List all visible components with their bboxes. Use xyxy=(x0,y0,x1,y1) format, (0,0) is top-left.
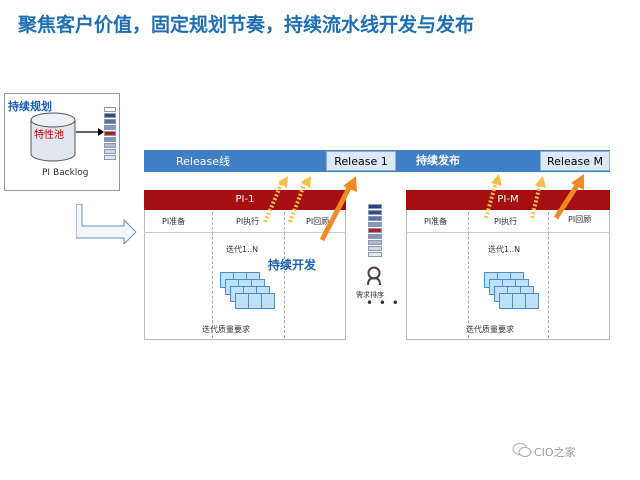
release-1-box: Release 1 xyxy=(326,151,396,171)
pi-m-quality-label: 迭代质量要求 xyxy=(466,325,514,334)
pi-m-phase-separator xyxy=(548,212,549,338)
feature-pool-cylinder-icon xyxy=(30,112,76,162)
chat-bubble-icon xyxy=(512,443,532,457)
pi-m-bar: PI-M xyxy=(406,190,610,210)
pi-1-iteration-cards xyxy=(220,272,275,312)
pi-1-phase-separator xyxy=(284,212,285,338)
pi-1-iterations-label: 迭代1..N xyxy=(226,245,259,254)
pi-m-phase-review: PI回顾 xyxy=(568,215,592,224)
bent-arrow-icon xyxy=(76,204,137,244)
dotted-arrow-icon xyxy=(263,176,288,223)
pi-m-phase-prepare: PI准备 xyxy=(424,217,448,226)
middle-backlog-stack-icon xyxy=(368,204,382,258)
pi-1-panel xyxy=(144,190,346,340)
dotted-arrow-icon xyxy=(484,174,502,219)
continuous-release-label: 持续发布 xyxy=(416,154,460,167)
dotted-arrow-icon xyxy=(530,176,546,219)
release-line-label: Release线 xyxy=(176,155,230,168)
backlog-stack-icon xyxy=(104,107,116,161)
continuous-dev-label: 持续开发 xyxy=(268,258,317,272)
ellipsis-label: • • • xyxy=(366,296,400,310)
pi-1-phase-execute: PI执行 xyxy=(236,217,260,226)
pi-m-iterations-label: 迭代1..N xyxy=(488,245,521,254)
pi-1-phase-separator xyxy=(212,212,213,338)
release-m-box: Release M xyxy=(540,151,610,171)
continuous-planning-label: 持续规划 xyxy=(8,100,52,113)
watermark: CIO之家 xyxy=(534,446,576,459)
pi-1-phase-prepare: PI准备 xyxy=(162,217,186,226)
arrow-right-icon xyxy=(76,128,104,136)
dotted-arrow-icon xyxy=(288,176,311,223)
pi-m-panel xyxy=(406,190,610,340)
pi-m-divider xyxy=(406,232,610,233)
release-arrow-icon xyxy=(319,176,357,242)
feature-pool-label: 特性池 xyxy=(34,130,64,141)
release-arrow-icon xyxy=(553,174,584,220)
person-icon xyxy=(367,266,381,286)
pi-1-phase-review: PI回顾 xyxy=(306,217,330,226)
pi-backlog-label: PI Backlog xyxy=(42,168,89,178)
prioritize-label: 需求排序 xyxy=(356,291,384,299)
pi-1-divider xyxy=(144,232,346,233)
pi-m-iteration-cards xyxy=(484,272,539,312)
page-title: 聚焦客户价值，固定规划节奏，持续流水线开发与发布 xyxy=(18,14,475,36)
pi-m-phase-execute: PI执行 xyxy=(494,217,518,226)
pi-1-quality-label: 迭代质量要求 xyxy=(202,325,250,334)
pi-m-phase-separator xyxy=(468,212,469,338)
